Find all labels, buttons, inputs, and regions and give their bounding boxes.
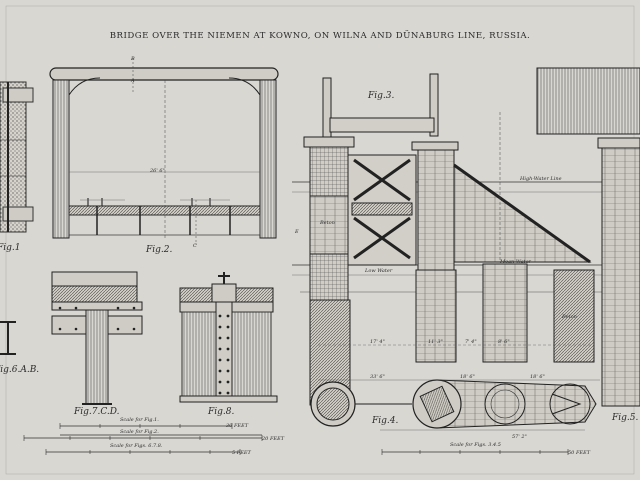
fig3-beton-right: Beton xyxy=(561,314,577,320)
scale-bar-right xyxy=(381,449,569,455)
scale-fig345-label: Scale for Figs. 3.4.5 xyxy=(450,442,501,448)
rivet xyxy=(226,369,230,373)
rivet xyxy=(226,325,230,329)
fig4-dim-1: 33' 6" xyxy=(370,374,385,380)
rivet xyxy=(218,391,222,395)
rivet xyxy=(226,347,230,351)
rivet xyxy=(218,358,222,362)
scale-fig2-label: Scale for Fig.2. xyxy=(120,429,159,435)
scale-20ft: 20 FEET xyxy=(261,436,285,442)
fig8-label: Fig.8. xyxy=(207,407,234,417)
rivet xyxy=(226,358,230,362)
fig6-drawing xyxy=(0,321,16,355)
fig8-rivets xyxy=(218,314,230,395)
scale-5ft: 5 FEET xyxy=(232,450,252,456)
scale-fig1-label: Scale for Fig.1. xyxy=(120,417,159,423)
fig3-mean-water: Mean Water xyxy=(499,259,532,265)
fig2-drawing xyxy=(49,58,279,245)
fig3-dim-2: 11' 3" xyxy=(428,339,443,345)
plate-title: BRIDGE OVER THE NIEMEN AT KOWNO, ON WILN… xyxy=(110,29,531,41)
fig3-drawing xyxy=(292,73,604,406)
fig4-dim-3: 18' 6" xyxy=(530,374,545,380)
fig4-drawing xyxy=(310,379,600,431)
fig6-label: Fig.6.A.B. xyxy=(0,365,39,375)
fig2-marker-b: B xyxy=(130,56,135,62)
fig7-drawing xyxy=(51,271,143,405)
scale-50ft: 50 FEET xyxy=(568,450,591,456)
rivet xyxy=(218,380,222,384)
scale-bars-left xyxy=(23,423,263,455)
fig2-marker-c: C xyxy=(193,243,197,249)
fig3-label: Fig.3. xyxy=(367,91,394,101)
fig4-dim-4: 57' 2" xyxy=(512,434,527,440)
fig3-dim-1: 17' 4" xyxy=(370,339,385,345)
fig2-dim: 26' 6" xyxy=(149,168,165,174)
rivet xyxy=(226,391,230,395)
fig7-label: Fig.7.C.D. xyxy=(73,407,120,417)
rivet xyxy=(218,369,222,373)
scale-30ft: 30 FEET xyxy=(226,423,249,429)
fig5-label: Fig.5. xyxy=(611,413,638,423)
rivet xyxy=(218,336,222,340)
fig4-dim-2: 18' 6" xyxy=(460,374,475,380)
rivet xyxy=(226,314,230,318)
fig3-dim-4: 8' 6" xyxy=(498,339,510,345)
fig4-label: Fig.4. xyxy=(371,416,398,426)
fig5-drawing xyxy=(536,67,640,407)
rivet xyxy=(218,314,222,318)
scale-fig678-label: Scale for Figs. 6.7.8. xyxy=(110,443,163,449)
fig1-drawing xyxy=(0,81,34,233)
rivet xyxy=(218,347,222,351)
fig2-label: Fig.2. xyxy=(145,245,172,255)
rivet xyxy=(226,336,230,340)
fig3-marker-e: E xyxy=(294,229,299,235)
fig3-beton-left: Beton xyxy=(319,220,335,226)
fig8-drawing xyxy=(179,272,278,403)
fig2-marker-a: A xyxy=(130,78,135,84)
fig1-label: Fig.1 xyxy=(0,243,20,253)
fig3-low-water: Low Water xyxy=(364,268,393,274)
fig3-dim-3: 7' 4" xyxy=(465,339,477,345)
fig3-high-water: High-Water Line xyxy=(519,176,562,182)
rivet xyxy=(226,380,230,384)
rivet xyxy=(218,325,222,329)
